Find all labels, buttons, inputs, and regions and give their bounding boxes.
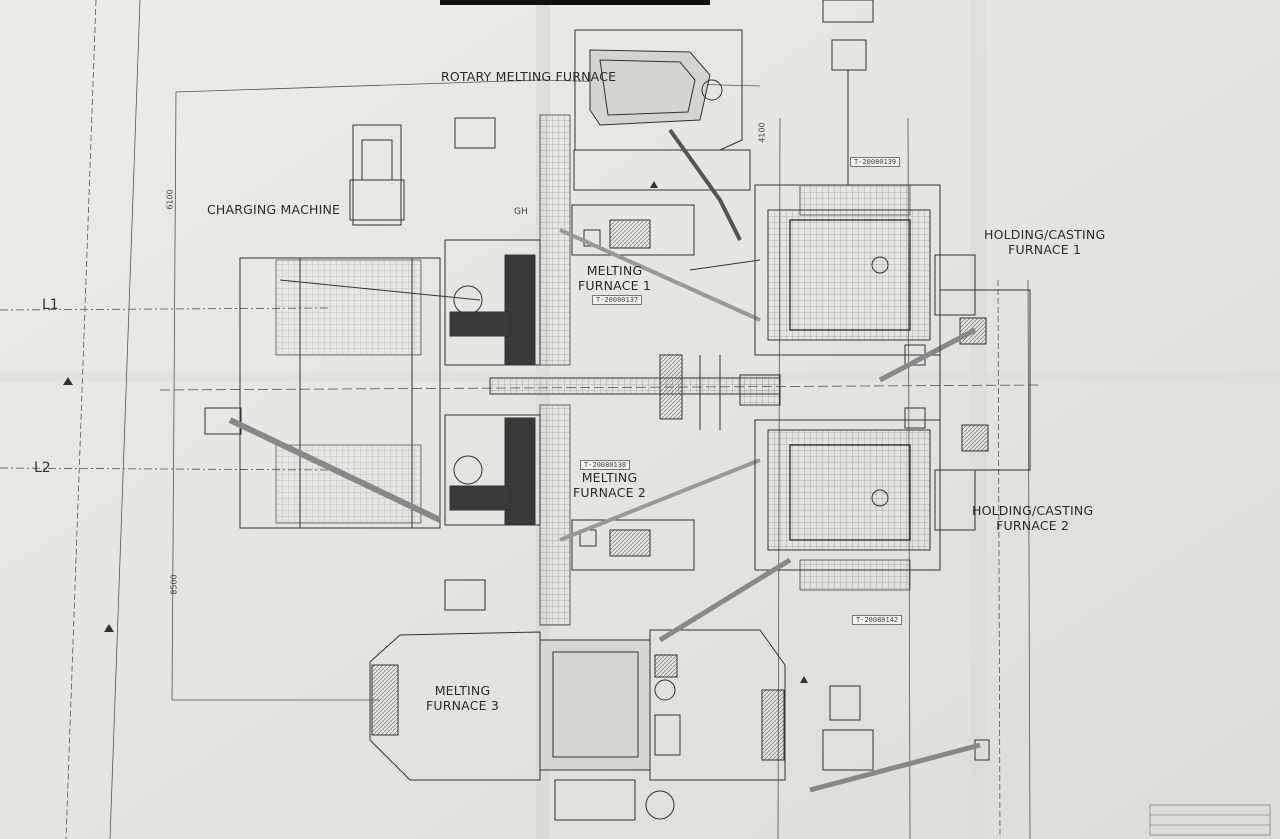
title-block: [1149, 804, 1271, 836]
redaction-bar: [440, 0, 710, 5]
central-piping: [489, 228, 781, 542]
label-melting-furnace-3: MELTING FURNACE 3: [426, 683, 500, 713]
charging-frame: [228, 257, 481, 529]
melting-furnace-2: [444, 414, 695, 571]
top-trolley: [822, 0, 874, 771]
melting-furnace-1: [444, 204, 695, 366]
drawing-code-tag: T-20080139: [850, 157, 901, 167]
drawing-code-tag: T-20080138: [580, 460, 631, 470]
survey-marks: [63, 181, 808, 683]
conveyor-strips: [539, 114, 911, 626]
charging-machine: [204, 117, 496, 611]
drawing-code-tag: T-20080137: [592, 295, 643, 305]
fold-shadow: [0, 372, 1280, 382]
axis-label-l1: L1: [42, 297, 59, 313]
label-holding-casting-furnace-1: HOLDING/CASTING FURNACE 1: [984, 227, 1106, 257]
label-melting-furnace-2: MELTING FURNACE 2: [573, 470, 647, 500]
label-holding-casting-furnace-2: HOLDING/CASTING FURNACE 2: [972, 503, 1094, 533]
axis-label-l2: L2: [34, 460, 51, 476]
melting-furnace-3: [369, 557, 792, 821]
fold-shadow: [970, 0, 986, 839]
drawing-code-tag: T-20080142: [852, 615, 903, 625]
label-charging-machine: CHARGING MACHINE: [207, 202, 341, 217]
right-towers: [809, 289, 1031, 793]
dimension-label: 6100: [165, 189, 175, 210]
holding-furnace-1: [754, 184, 976, 366]
gh-mark: GH: [514, 207, 528, 217]
holding-furnace-2: [754, 407, 976, 571]
dimension-label: 8500: [169, 574, 179, 595]
rotary-furnace: [573, 29, 751, 241]
label-melting-furnace-1: MELTING FURNACE 1: [578, 263, 652, 293]
dimension-label: 4100: [757, 122, 767, 143]
label-rotary-melting-furnace: ROTARY MELTING FURNACE: [441, 69, 617, 84]
